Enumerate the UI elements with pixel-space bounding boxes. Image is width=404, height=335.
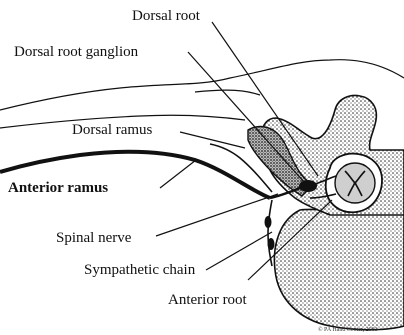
vertebral-body: [274, 202, 404, 330]
label-anterior-ramus: Anterior ramus: [8, 180, 108, 196]
label-dorsal-root-ganglion: Dorsal root ganglion: [14, 44, 139, 60]
label-spinal-nerve: Spinal nerve: [56, 230, 132, 246]
label-dorsal-ramus: Dorsal ramus: [72, 122, 153, 138]
label-dorsal-root: Dorsal root: [132, 8, 201, 24]
copyright-credit: © PA Hand Center, 2003: [318, 326, 378, 333]
label-anterior-root: Anterior root: [168, 292, 248, 308]
dorsal-root-ganglion: [299, 180, 317, 192]
label-sympathetic-chain: Sympathetic chain: [84, 262, 196, 278]
spinal-cord: [335, 163, 375, 203]
